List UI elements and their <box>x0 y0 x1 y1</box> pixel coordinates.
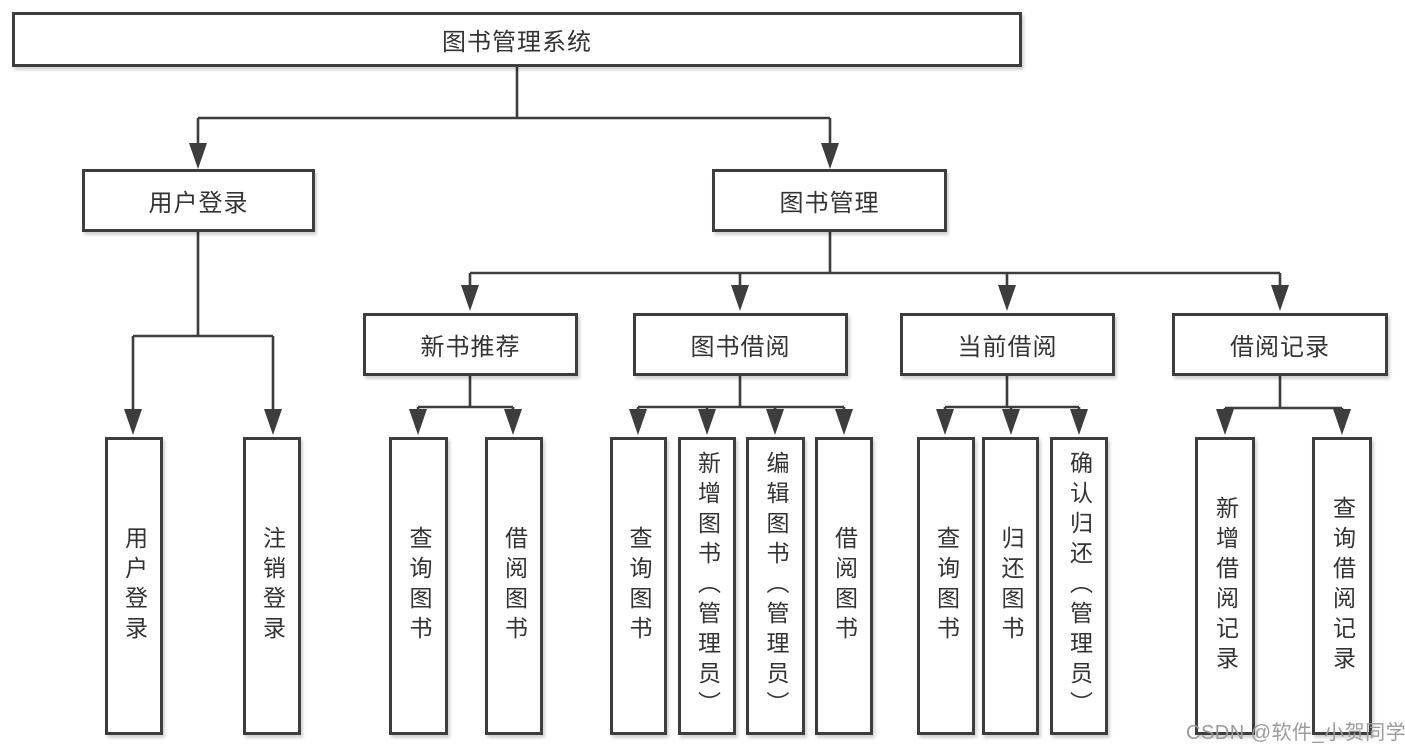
node-new-book-recommend: 新书推荐 <box>363 313 578 376</box>
leaf-add-borrow-record: 新增借阅记录 <box>1195 437 1255 735</box>
node-user-login: 用户登录 <box>82 169 315 232</box>
leaf-query-book-3-label: 查询图书 <box>933 526 960 646</box>
leaf-user-login-label: 用户登录 <box>121 526 148 646</box>
node-book-management: 图书管理 <box>712 169 947 232</box>
node-borrow-records-label: 借阅记录 <box>1230 334 1330 361</box>
leaf-edit-book-admin-label: 编辑图书（管理员） <box>763 451 789 721</box>
leaf-add-book-admin-label: 新增图书（管理员） <box>694 451 721 721</box>
leaf-borrow-book-1-label: 借阅图书 <box>501 526 528 646</box>
leaf-user-login: 用户登录 <box>105 437 163 735</box>
leaf-return-book: 归还图书 <box>982 437 1039 735</box>
leaf-confirm-return-admin-label: 确认归还（管理员） <box>1066 451 1093 721</box>
node-root-label: 图书管理系统 <box>442 29 592 56</box>
leaf-query-book-1: 查询图书 <box>389 437 448 735</box>
node-current-borrow: 当前借阅 <box>900 313 1115 376</box>
leaf-borrow-book-2-label: 借阅图书 <box>831 526 858 646</box>
leaf-query-borrow-record-label: 查询借阅记录 <box>1329 496 1356 676</box>
node-current-borrow-label: 当前借阅 <box>957 334 1058 361</box>
leaf-logout: 注销登录 <box>243 437 301 735</box>
leaf-add-borrow-record-label: 新增借阅记录 <box>1212 496 1239 676</box>
leaf-query-book-3: 查询图书 <box>917 437 975 735</box>
leaf-query-book-1-label: 查询图书 <box>406 526 432 646</box>
leaf-edit-book-admin: 编辑图书（管理员） <box>746 437 805 735</box>
leaf-borrow-book-1: 借阅图书 <box>485 437 543 735</box>
node-new-book-recommend-label: 新书推荐 <box>420 334 521 361</box>
leaf-query-book-2: 查询图书 <box>610 437 667 735</box>
leaf-query-book-2-label: 查询图书 <box>626 526 652 646</box>
leaf-confirm-return-admin: 确认归还（管理员） <box>1050 437 1108 735</box>
leaf-query-borrow-record: 查询借阅记录 <box>1312 437 1372 735</box>
node-user-login-label: 用户登录 <box>148 190 249 217</box>
node-root: 图书管理系统 <box>12 12 1022 67</box>
watermark: CSDN @软件_小贺同学 <box>1186 722 1405 744</box>
leaf-return-book-label: 归还图书 <box>998 526 1024 646</box>
node-book-management-label: 图书管理 <box>779 190 880 217</box>
leaf-borrow-book-2: 借阅图书 <box>815 437 873 735</box>
leaf-logout-label: 注销登录 <box>259 526 286 646</box>
node-book-borrow-label: 图书借阅 <box>690 334 791 361</box>
node-borrow-records: 借阅记录 <box>1172 313 1388 376</box>
node-book-borrow: 图书借阅 <box>633 313 848 376</box>
leaf-add-book-admin: 新增图书（管理员） <box>678 437 736 735</box>
